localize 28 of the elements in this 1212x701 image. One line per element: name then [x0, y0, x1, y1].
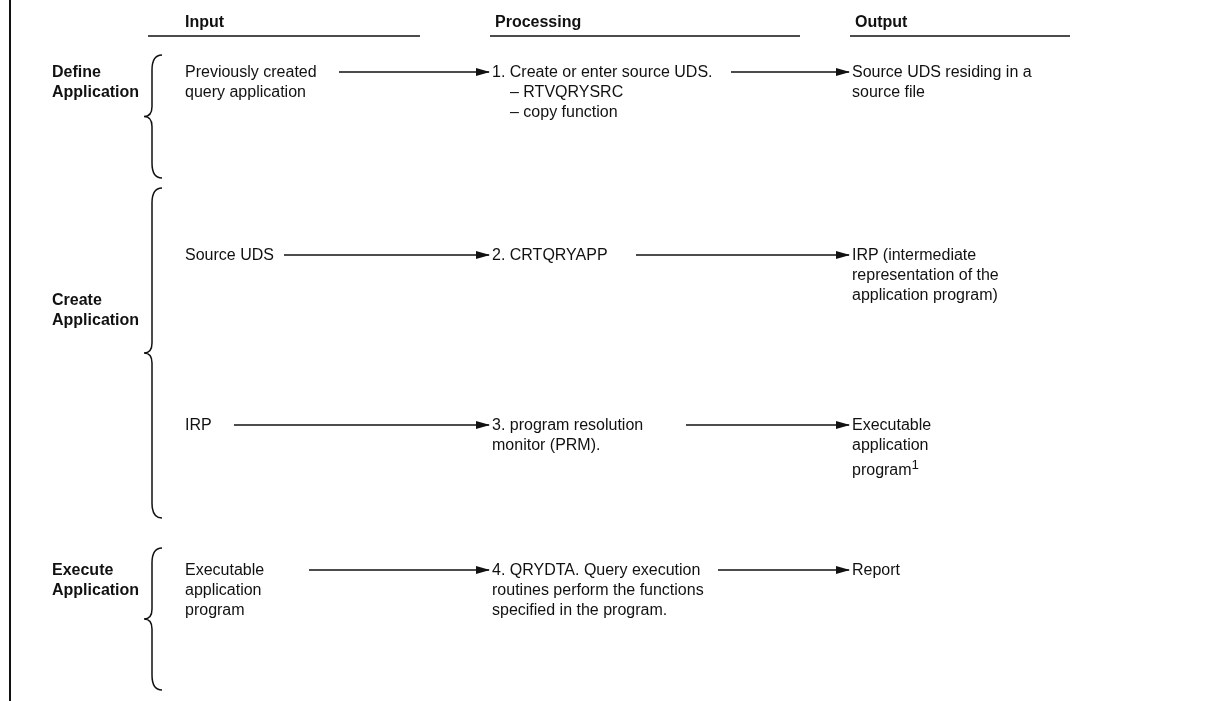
step-detail: – RTVQRYSRC	[509, 82, 625, 102]
arrow	[730, 68, 850, 76]
arrow	[283, 251, 490, 259]
flow-text: IRP	[185, 415, 230, 435]
flow-text: Executable application program	[185, 560, 305, 620]
arrow	[717, 566, 850, 574]
step-detail: – copy function	[509, 102, 619, 122]
flow-text: IRP (intermediate representation of the application program)	[852, 245, 1012, 305]
group-label: Create Application	[52, 290, 137, 330]
arrow	[233, 421, 490, 429]
arrow	[338, 68, 490, 76]
column-heading: Processing	[495, 12, 583, 32]
arrow	[685, 421, 850, 429]
flow-text: Report	[852, 560, 932, 580]
flow-text: 4. QRYDTA. Query execution routines perform the functions specified in the program.	[492, 560, 714, 620]
arrow	[635, 251, 850, 259]
flow-text: Source UDS	[185, 245, 280, 265]
flow-text: Executable application program$^{1}$	[852, 415, 967, 481]
flow-text: 2. CRTQRYAPP	[492, 245, 632, 265]
flow-text: 3. program resolution monitor (PRM).	[492, 415, 682, 455]
column-heading: Input	[185, 12, 226, 32]
flow-text: Source UDS residing in a source file	[852, 62, 1032, 102]
arrow	[308, 566, 490, 574]
flow-text: Previously created query application	[185, 62, 335, 102]
column-heading: Output	[855, 12, 909, 32]
step-text: 1. Create or enter source UDS.	[492, 62, 714, 82]
group-label: Define Application	[52, 62, 137, 102]
group-label: Execute Application	[52, 560, 137, 600]
